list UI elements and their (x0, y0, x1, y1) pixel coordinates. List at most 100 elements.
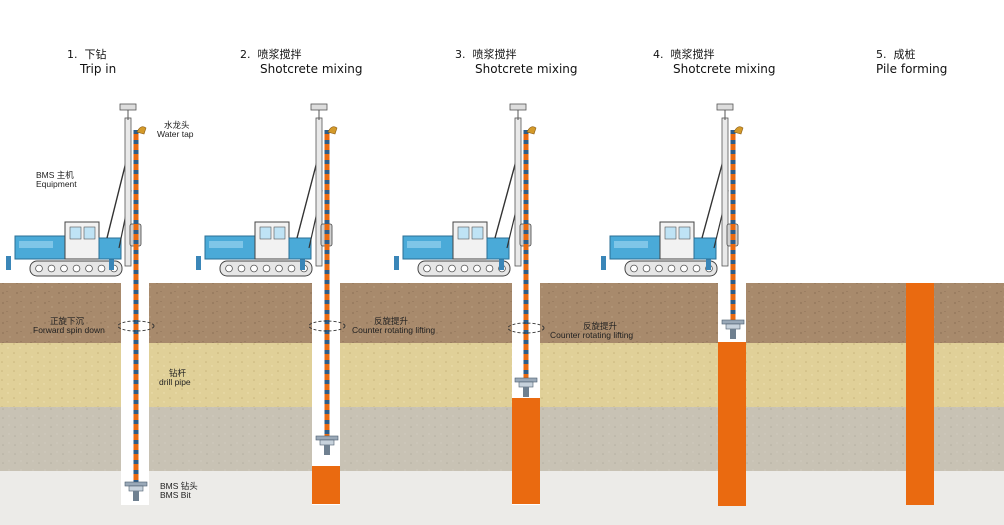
track-wheel (60, 264, 68, 273)
machine-panel (407, 241, 441, 248)
bms-bit-tip (324, 445, 330, 455)
water-tap (526, 126, 537, 135)
step-title-1: 1. 下钻 Trip in (67, 48, 117, 76)
track-wheel (225, 264, 233, 273)
track-wheel (667, 264, 676, 273)
bms-bit-tip (730, 329, 736, 339)
track-wheel (85, 264, 93, 273)
label-bms-bit: BMS 钻头 BMS Bit (160, 481, 198, 500)
pile-step-2 (312, 466, 340, 504)
mast-crown (716, 103, 734, 111)
outrigger-left (6, 256, 11, 270)
soil-layer-bottom (0, 471, 1004, 525)
drilling-rig-2 (196, 103, 346, 455)
water-tap (733, 126, 744, 135)
cab-window (273, 226, 286, 240)
drilling-rig-1 (6, 103, 155, 501)
drill-pipe (730, 130, 736, 320)
track-wheel (655, 264, 663, 273)
pile-step-5 (906, 283, 934, 505)
track-wheel (97, 264, 106, 273)
drilling-rig-4 (601, 103, 745, 339)
track-wheel (485, 264, 494, 273)
cab-window (457, 226, 470, 240)
bms-bit-blade (319, 439, 335, 446)
track-wheel (435, 264, 444, 273)
pile-step-4 (718, 342, 746, 506)
cab-window (471, 226, 484, 240)
bms-bit-blade (128, 485, 144, 492)
track-wheel (680, 264, 688, 273)
rotation-arrow (308, 320, 346, 332)
engine-housing (486, 237, 510, 260)
step-title-5: 5. 成桩 Pile forming (876, 48, 948, 76)
track-wheel (250, 264, 258, 273)
drilling-rig-3 (394, 103, 545, 397)
track-wheel (47, 264, 56, 273)
water-tap (327, 126, 338, 135)
track-wheel (72, 264, 81, 273)
track-wheel (237, 264, 246, 273)
track-wheel (423, 264, 431, 273)
outrigger-right (300, 256, 305, 270)
cab-window (678, 226, 691, 240)
cab-window (664, 226, 677, 240)
outrigger-right (706, 256, 711, 270)
mast-crown (509, 103, 527, 111)
water-tap (136, 126, 147, 135)
rotation-arrow (117, 320, 155, 332)
track-wheel (473, 264, 481, 273)
step-title-2: 2. 喷浆搅拌 Shotcrete mixing (240, 48, 363, 76)
outrigger-left (601, 256, 606, 270)
bms-bit-tip (133, 491, 139, 501)
soil-strata (0, 283, 1004, 525)
cab-window (69, 226, 82, 240)
grout-piles (312, 283, 934, 506)
outrigger-left (196, 256, 201, 270)
track-wheel (692, 264, 701, 273)
track-wheel (35, 264, 43, 273)
step-title-3: 3. 喷浆搅拌 Shotcrete mixing (455, 48, 578, 76)
track-wheel (448, 264, 456, 273)
pile-step-3 (512, 398, 540, 504)
track-wheel (275, 264, 283, 273)
mast-crown (310, 103, 328, 111)
rotation-arrow (507, 322, 545, 334)
track-wheel (630, 264, 638, 273)
cab-window (259, 226, 272, 240)
outrigger-left (394, 256, 399, 270)
machine-panel (209, 241, 243, 248)
drill-pipe (523, 130, 529, 378)
step-title-4: 4. 喷浆搅拌 Shotcrete mixing (653, 48, 776, 76)
mast-crown (119, 103, 137, 111)
track-wheel (287, 264, 296, 273)
bms-bit (721, 319, 745, 325)
machine-panel (614, 241, 648, 248)
bms-bit-blade (725, 323, 741, 330)
track-wheel (642, 264, 651, 273)
engine-housing (288, 237, 312, 260)
label-water-tap: 水龙头 Water tap (157, 120, 194, 139)
bms-bit (124, 481, 148, 487)
label-counter-rotating-1: 反旋提升 Counter rotating lifting (352, 316, 436, 335)
track-wheel (460, 264, 469, 273)
label-counter-rotating-2: 反旋提升 Counter rotating lifting (550, 321, 634, 340)
drill-pipe (133, 130, 139, 482)
outrigger-right (499, 256, 504, 270)
bms-bit (315, 435, 339, 441)
outrigger-right (109, 256, 114, 270)
machine-panel (19, 241, 53, 248)
bms-bit (514, 377, 538, 383)
label-forward-spin-down: 正旋下沉 Forward spin down (33, 316, 105, 335)
label-equipment: BMS 主机 Equipment (36, 170, 77, 189)
label-drill-pipe: 钻杆 drill pipe (159, 368, 191, 387)
engine-housing (98, 237, 122, 260)
engine-housing (693, 237, 717, 260)
drill-pipe (324, 130, 330, 436)
cab-window (83, 226, 96, 240)
track-wheel (262, 264, 271, 273)
bms-bit-tip (523, 387, 529, 397)
bms-bit-blade (518, 381, 534, 388)
